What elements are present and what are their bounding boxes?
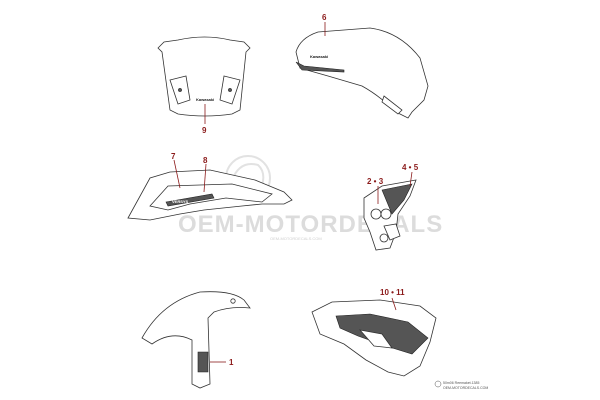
- callout-4-5: 4 • 5: [402, 163, 419, 172]
- footer-logo-icon: [434, 380, 442, 388]
- callout-1: 1: [229, 358, 234, 367]
- part-windshield: Kawasaki 9: [157, 36, 251, 135]
- footer-credit: 50m06 Reemaket.1385 OEM-MOTORDECALS.COM: [434, 380, 488, 390]
- part-bracket-plate: 2 • 3 4 • 5: [363, 163, 419, 251]
- callout-7: 7: [171, 152, 176, 161]
- leader-7: [173, 159, 181, 189]
- leader-10-11: [391, 297, 397, 311]
- cowl-brand-decal: Kawasaki: [310, 54, 328, 59]
- part-front-fender: 1: [141, 291, 251, 389]
- callout-9: 9: [202, 126, 207, 135]
- leader-8: [203, 163, 207, 193]
- cowl-stripe: [295, 61, 345, 73]
- part-side-cover: VERSYS 7 8: [127, 152, 293, 221]
- callout-2-3: 2 • 3: [367, 177, 384, 186]
- part-front-cowl: Kawasaki 6: [295, 13, 429, 119]
- fender-decal: [197, 351, 209, 373]
- watermark-text: OEM-MOTORDECALS: [178, 211, 443, 238]
- leader-4-5: [409, 171, 413, 187]
- callout-6: 6: [322, 13, 327, 22]
- footer-line-1: 50m06 Reemaket.1385: [443, 381, 479, 385]
- footer-line-2: OEM-MOTORDECALS.COM: [443, 386, 488, 390]
- watermark-subtext: OEM-MOTORDECALS.COM: [270, 236, 322, 241]
- callout-8: 8: [203, 156, 208, 165]
- part-lower-cowl: 10 • 11: [311, 288, 437, 377]
- bracket-dark-panel: [381, 183, 413, 215]
- side-cover-decal-strip: [165, 193, 215, 207]
- callout-10-11: 10 • 11: [380, 288, 405, 297]
- windshield-brand-decal: Kawasaki: [196, 97, 214, 102]
- side-cover-model-decal: VERSYS: [172, 199, 189, 204]
